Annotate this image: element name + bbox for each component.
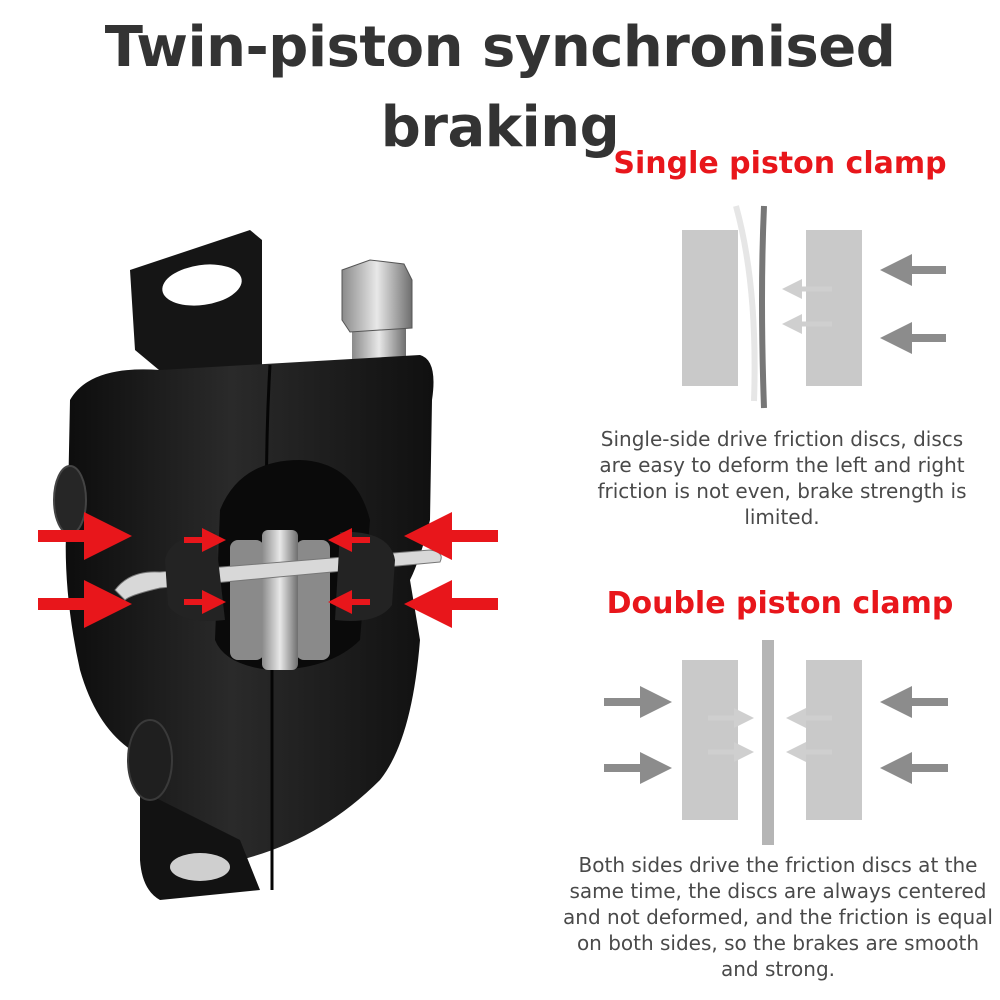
piston-housing-left	[165, 532, 225, 621]
brake-caliper-illustration	[38, 230, 498, 900]
brake-pad-right-single	[806, 230, 862, 386]
side-boss	[127, 719, 173, 801]
brake-pad-right	[296, 540, 330, 660]
brake-pad-left	[230, 540, 264, 660]
brake-pad-left-single	[682, 230, 738, 386]
mounting-hole	[162, 264, 242, 306]
piston-housing-right	[335, 531, 395, 621]
disc-straight	[762, 640, 774, 845]
double-piston-heading: Double piston clamp	[606, 586, 954, 621]
disc-ghost	[733, 205, 758, 402]
double-piston-description: Both sides drive the friction discs at t…	[563, 853, 993, 981]
single-piston-heading: Single piston clamp	[613, 146, 947, 181]
double-piston-diagram	[604, 640, 948, 845]
single-piston-description: Single-side drive friction discs, discs …	[597, 427, 967, 529]
bleed-nipple-hex	[341, 259, 413, 333]
pad-spring	[262, 530, 298, 670]
brake-pad-right-double	[806, 660, 862, 820]
left-boss	[53, 465, 87, 535]
page-title: Twin-piston synchronised braking	[104, 15, 896, 160]
disc-deformed	[759, 205, 767, 409]
single-piston-diagram	[682, 205, 946, 409]
lower-mount-hole	[170, 853, 230, 881]
lower-mount	[140, 790, 260, 900]
brake-pad-left-double	[682, 660, 738, 820]
